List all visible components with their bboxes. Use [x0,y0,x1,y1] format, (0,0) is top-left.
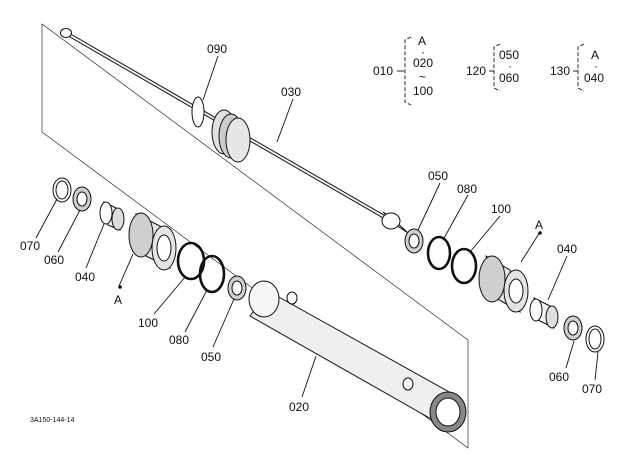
legend-code-120: 120 [466,64,486,78]
bushing-040-right [529,297,559,329]
label-070-right: 070 [582,382,602,396]
legend-010-sep-dot: · [421,45,425,59]
label-070-left: 070 [20,239,40,253]
label-060-left: 060 [44,253,64,267]
label-080-top: 080 [457,182,477,196]
oring-080-top [426,235,452,271]
legend-130-sub-a: A [591,48,599,62]
label-040-right: 040 [557,242,577,256]
cylinder-tube [248,280,467,433]
legend-010-sep-tilde: ~ [419,70,426,84]
label-060-right: 060 [549,370,569,384]
legend-130-sub-040: 040 [584,71,604,85]
label-a-left: A [114,293,122,307]
figure-code: 3A150-144-14 [30,417,74,424]
rod-ring-090 [191,96,205,128]
oring-100-top [450,247,478,285]
ring-070-left [52,177,72,203]
leader-lines [35,55,599,398]
legend-code-130: 130 [550,64,570,78]
piston-rod [60,28,409,234]
label-100-bottom: 100 [138,316,158,330]
label-030: 030 [281,85,301,99]
label-a-right: A [535,218,543,232]
label-050-top: 050 [428,169,448,183]
legend-130-sep-dot: · [594,59,598,73]
assembly-frame [41,23,469,449]
label-080-bottom: 080 [169,333,189,347]
gland-right [478,254,529,314]
assembly-legend: 010 A · 020 ~ 100 120 050 · 060 130 A · … [373,34,604,106]
label-090: 090 [207,42,227,56]
marker-dot-right [538,231,542,235]
legend-010-sub-020: 020 [413,56,433,70]
legend-code-010: 010 [373,64,393,78]
bushing-040-left [99,201,125,231]
legend-010-sub-a: A [418,34,426,48]
label-050-bottom: 050 [201,350,221,364]
oring-080-bottom [198,254,226,294]
legend-120-sub-060: 060 [499,71,519,85]
gland-left [128,212,177,271]
legend-010-sub-100: 100 [413,84,433,98]
legend-120-sep-dot: · [508,59,512,73]
ring-070-right [585,325,605,353]
left-parts [52,177,177,271]
callout-labels: 090 030 050 080 100 A 040 060 070 070 06… [20,42,602,414]
legend-120-sub-050: 050 [499,48,519,62]
ring-050-top [404,228,424,254]
label-100-top: 100 [491,202,511,216]
label-040-left: 040 [75,270,95,284]
label-020: 020 [289,400,309,414]
marker-dot-left [118,285,122,289]
ring-050-bottom [227,275,247,301]
